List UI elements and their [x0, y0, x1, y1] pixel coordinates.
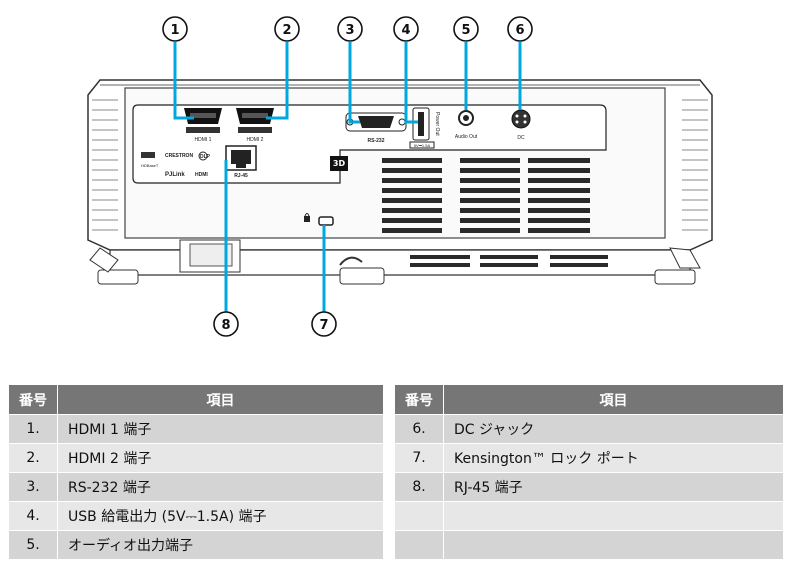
parts-table-left: 番号 項目 1. HDMI 1 端子 2. HDMI 2 端子 3. RS-23… — [8, 384, 384, 560]
row-item: Kensington™ ロック ポート — [443, 443, 784, 473]
row-number: 6. — [394, 414, 444, 444]
usb-power-label: Power Out — [434, 112, 440, 136]
svg-text:8: 8 — [221, 318, 230, 333]
row-item: HDMI 2 端子 — [57, 443, 384, 473]
svg-text:5: 5 — [461, 23, 470, 38]
callout-4: 4 — [393, 16, 419, 42]
projector-rear-diagram: HDMI 1 HDMI 2 RS-232 Power Out 5V⎓1.5A A… — [87, 16, 713, 337]
row-number: 3. — [8, 472, 58, 502]
table-row: 5. オーディオ出力端子 — [8, 530, 384, 560]
column-header-number: 番号 — [8, 384, 58, 415]
callout-8: 8 — [213, 311, 239, 337]
column-header-item: 項目 — [443, 384, 784, 415]
audio-out-label: Audio Out — [455, 134, 478, 140]
hdbaset-logo: HDBaseT — [141, 163, 159, 168]
row-number — [394, 501, 444, 531]
row-item: DC ジャック — [443, 414, 784, 444]
hdmi1-port: HDMI 1 — [184, 108, 222, 143]
3d-badge: 3D — [330, 156, 348, 171]
row-number: 8. — [394, 472, 444, 502]
pjlink-logo: PJLink — [165, 172, 185, 178]
table-row: 6. DC ジャック — [394, 414, 784, 444]
callout-leaders — [173, 42, 522, 312]
hdmi2-port: HDMI 2 — [236, 108, 274, 143]
row-item: オーディオ出力端子 — [57, 530, 384, 560]
rj45-port: RJ-45 — [225, 145, 257, 179]
callout-6: 6 — [507, 16, 533, 42]
table-row: 3. RS-232 端子 — [8, 472, 384, 502]
table-row: 7. Kensington™ ロック ポート — [394, 443, 784, 473]
callout-1: 1 — [162, 16, 188, 42]
hdmi2-label: HDMI 2 — [247, 137, 264, 143]
row-number: 2. — [8, 443, 58, 473]
rs232-label: RS-232 — [368, 138, 385, 144]
audio-out-port: Audio Out — [455, 110, 478, 140]
usb-rating-label: 5V⎓1.5A — [414, 143, 431, 148]
row-number: 1. — [8, 414, 58, 444]
kensington-lock — [304, 213, 334, 226]
hdmi1-label: HDMI 1 — [195, 137, 212, 143]
row-number: 4. — [8, 501, 58, 531]
table-row — [394, 501, 784, 531]
row-number — [394, 530, 444, 560]
table-row: 4. USB 給電出力 (5V⎓1.5A) 端子 — [8, 501, 384, 531]
badge-3d: 3D — [333, 159, 346, 168]
callout-2: 2 — [274, 16, 300, 42]
row-item: RS-232 端子 — [57, 472, 384, 502]
svg-text:7: 7 — [319, 318, 328, 333]
dc-label: DC — [517, 135, 525, 141]
callout-5: 5 — [453, 16, 479, 42]
crestron-logo: CRESTRON — [165, 153, 193, 159]
dlp-logo: DLP — [200, 154, 211, 160]
row-item — [443, 501, 784, 531]
table-row: 2. HDMI 2 端子 — [8, 443, 384, 473]
hdmi-logo: HDMI — [195, 172, 208, 178]
callout-3: 3 — [337, 16, 363, 42]
column-header-number: 番号 — [394, 384, 444, 415]
table-row: 8. RJ-45 端子 — [394, 472, 784, 502]
svg-text:6: 6 — [515, 23, 524, 38]
rj45-label: RJ-45 — [234, 173, 248, 179]
row-item: USB 給電出力 (5V⎓1.5A) 端子 — [57, 501, 384, 531]
row-item — [443, 530, 784, 560]
parts-table-right: 番号 項目 6. DC ジャック 7. Kensington™ ロック ポート … — [394, 384, 784, 560]
svg-text:1: 1 — [170, 23, 179, 38]
table-row: 1. HDMI 1 端子 — [8, 414, 384, 444]
svg-text:3: 3 — [345, 23, 354, 38]
usb-port: Power Out 5V⎓1.5A — [409, 107, 440, 149]
row-number: 5. — [8, 530, 58, 560]
logos-area: CRESTRON HDBaseT PJLink DLP HDMI — [141, 151, 211, 178]
svg-text:4: 4 — [401, 23, 410, 38]
column-header-item: 項目 — [57, 384, 384, 415]
svg-text:2: 2 — [282, 23, 291, 38]
row-item: RJ-45 端子 — [443, 472, 784, 502]
row-item: HDMI 1 端子 — [57, 414, 384, 444]
callout-7: 7 — [311, 311, 337, 337]
vent-grid — [382, 158, 608, 267]
row-number: 7. — [394, 443, 444, 473]
table-row — [394, 530, 784, 560]
